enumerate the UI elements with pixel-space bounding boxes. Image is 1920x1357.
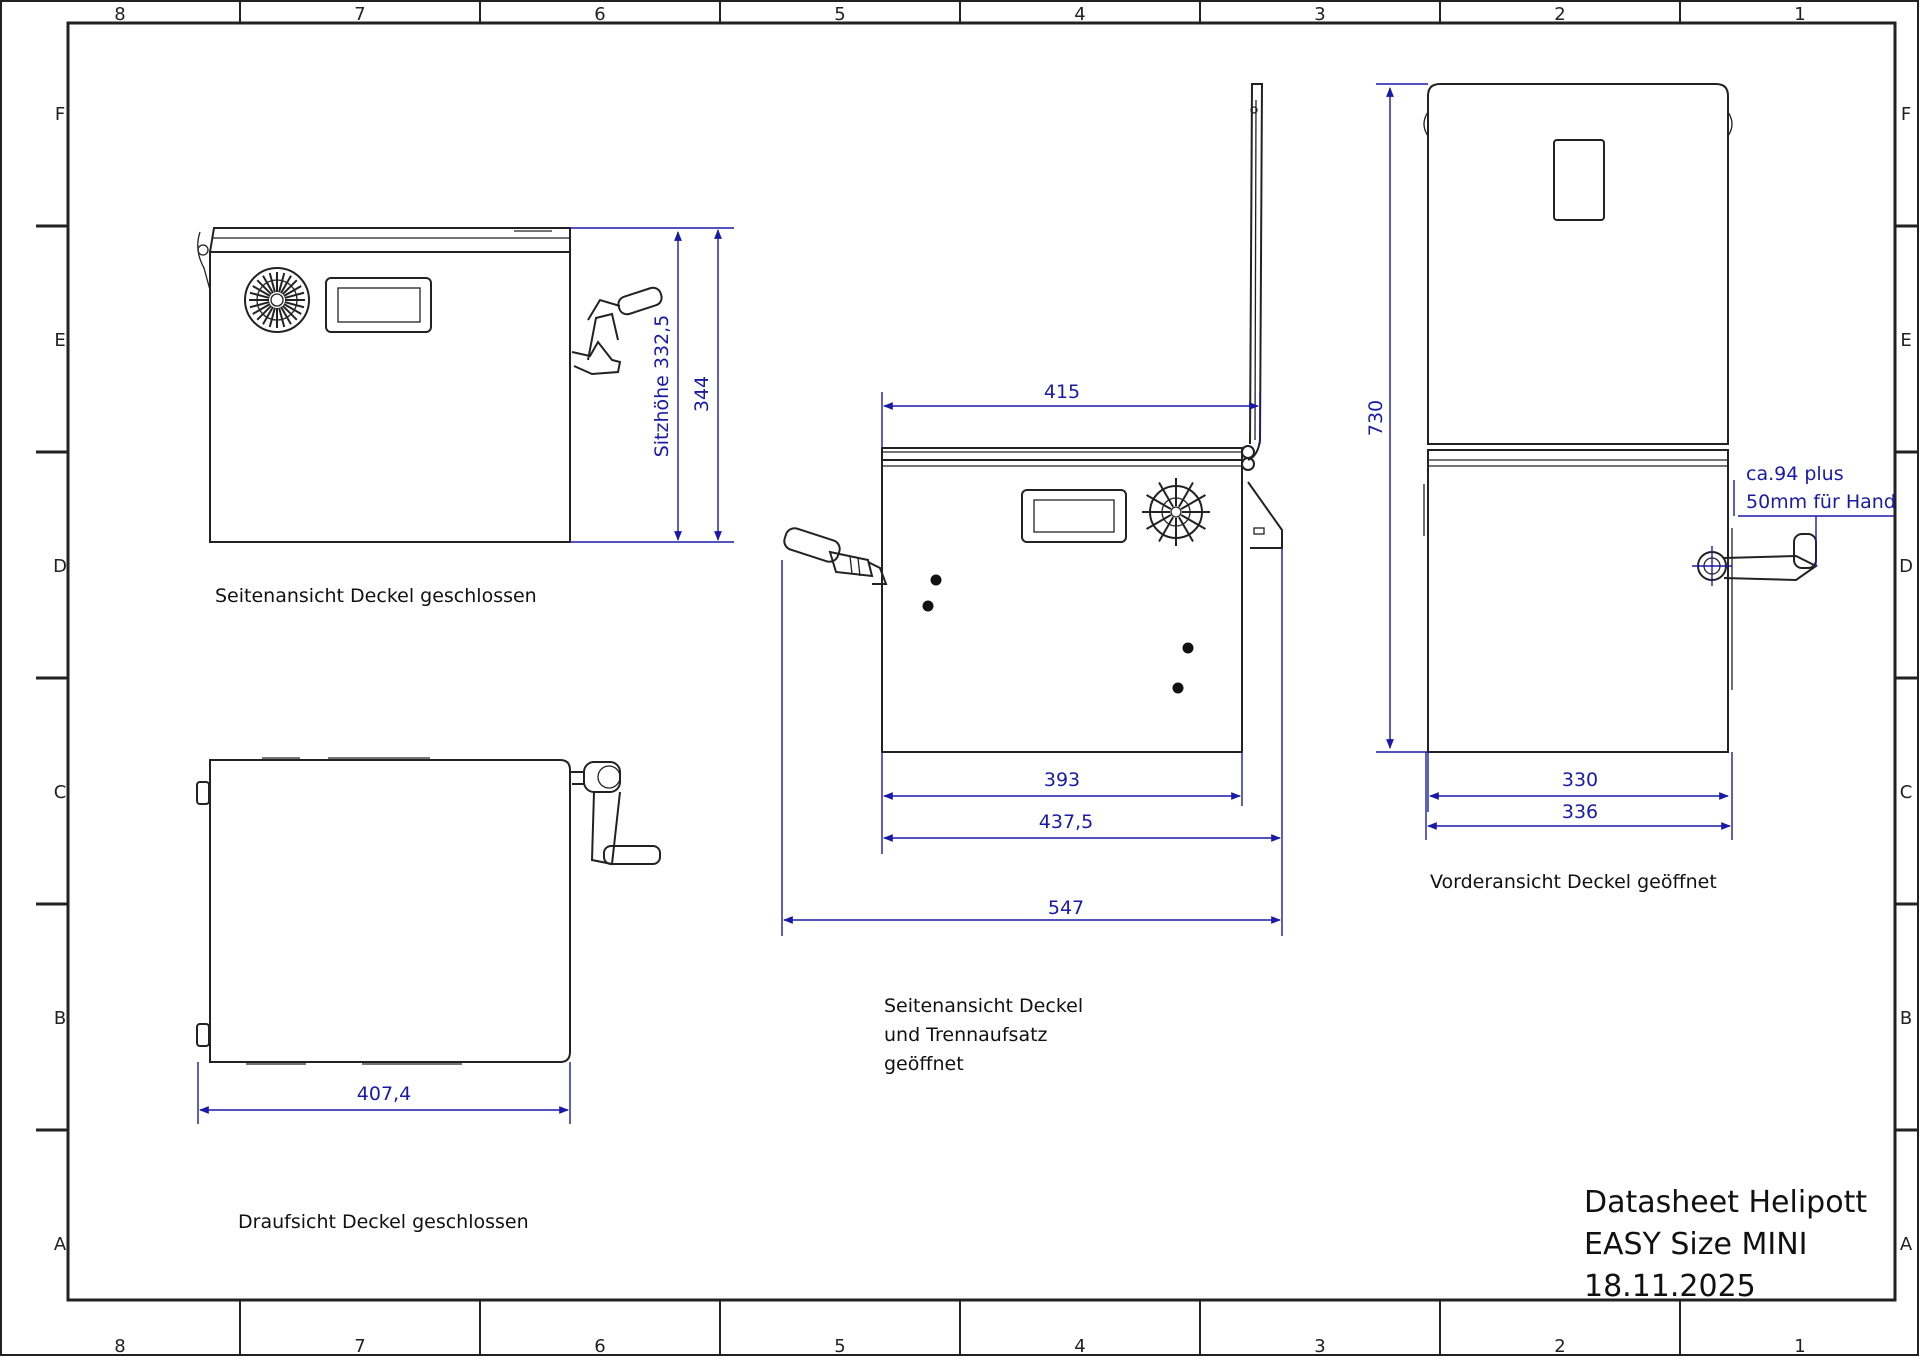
- col-label-bottom: 7: [354, 1336, 365, 1357]
- col-label-bottom: 4: [1074, 1336, 1085, 1357]
- row-label-left: B: [54, 1008, 66, 1029]
- col-label-top: 2: [1554, 4, 1565, 25]
- row-label-right: F: [1901, 104, 1911, 125]
- col-label-bottom: 3: [1314, 1336, 1325, 1357]
- col-label-bottom: 2: [1554, 1336, 1565, 1357]
- row-label-left: A: [54, 1234, 67, 1255]
- dim-total-length: 547: [1048, 897, 1084, 919]
- fan-spoke: [252, 303, 271, 315]
- row-label-right: A: [1900, 1234, 1913, 1255]
- view-label-side-open-2: und Trennaufsatz: [884, 1024, 1048, 1046]
- col-label-top: 1: [1794, 4, 1805, 25]
- fan-spoke: [262, 306, 274, 325]
- view-label-side-open-3: geöffnet: [884, 1053, 964, 1075]
- col-label-top: 3: [1314, 4, 1325, 25]
- fan-spoke: [278, 307, 286, 328]
- col-label-top: 5: [834, 4, 845, 25]
- document-title-line1: Datasheet Helipott: [1584, 1185, 1867, 1220]
- fan-spoke: [284, 301, 305, 309]
- crank-handle-icon: [571, 286, 663, 376]
- title-block: Datasheet Helipott EASY Size MINI 18.11.…: [1584, 1185, 1867, 1304]
- fan-spoke: [284, 291, 305, 299]
- fan-spoke: [256, 304, 273, 321]
- dim-handle-note-2: 50mm für Hand: [1746, 491, 1896, 513]
- fan-spoke: [283, 285, 302, 297]
- row-label-right: C: [1900, 782, 1913, 803]
- view-front-open: 730 330 336 ca.94 plus 50mm für Hand Vor…: [1365, 83, 1896, 893]
- fan-spoke: [249, 291, 270, 299]
- col-label-bottom: 8: [114, 1336, 125, 1357]
- fan-spoke: [268, 307, 276, 328]
- crank-handle-icon: [1692, 533, 1818, 586]
- view-label-side-closed: Seitenansicht Deckel geschlossen: [215, 585, 537, 607]
- fan-spoke: [252, 285, 271, 297]
- fan-spoke: [1146, 494, 1172, 510]
- row-label-left: F: [55, 104, 65, 125]
- fan-spoke: [1180, 514, 1206, 530]
- fan-spoke: [283, 303, 302, 315]
- row-label-right: B: [1900, 1008, 1912, 1029]
- fan-spoke: [256, 279, 273, 296]
- dim-front-outer: 336: [1562, 801, 1598, 823]
- fan-spoke: [1178, 516, 1194, 542]
- fan-spoke: [249, 301, 270, 309]
- row-label-left: D: [53, 556, 67, 577]
- crank-handle-icon: [570, 761, 661, 866]
- fan-spoke: [1158, 482, 1174, 508]
- fan-spoke: [1178, 482, 1194, 508]
- col-label-bottom: 1: [1794, 1336, 1805, 1357]
- dim-open-top-length: 415: [1044, 381, 1080, 403]
- fan-spoke: [280, 275, 292, 294]
- col-label-top: 6: [594, 4, 605, 25]
- dim-seat-height: Sitzhöhe 332,5: [651, 315, 673, 458]
- fan-spoke: [281, 279, 298, 296]
- view-side-open: 415 393 437,5 547 Seitenansicht Deckel u…: [781, 83, 1283, 1075]
- dim-total-height-open: 730: [1365, 400, 1387, 436]
- view-label-top-closed: Draufsicht Deckel geschlossen: [238, 1211, 529, 1233]
- fan-spoke: [281, 304, 298, 321]
- view-side-closed: Sitzhöhe 332,5 344 Seitenansicht Deckel …: [197, 227, 734, 607]
- col-label-top: 7: [354, 4, 365, 25]
- col-label-bottom: 5: [834, 1336, 845, 1357]
- dim-top-width: 407,4: [357, 1083, 411, 1105]
- dim-height-closed: 344: [691, 376, 713, 412]
- col-label-bottom: 6: [594, 1336, 605, 1357]
- fan-spoke: [1146, 514, 1172, 530]
- fan-spoke: [280, 306, 292, 325]
- fan-spoke: [262, 275, 274, 294]
- document-date: 18.11.2025: [1584, 1269, 1756, 1304]
- fan-spoke: [1180, 494, 1206, 510]
- fan-spoke: [1158, 516, 1174, 542]
- row-label-right: E: [1900, 330, 1911, 351]
- fan-spoke: [268, 272, 276, 293]
- vent-icon: [244, 267, 310, 333]
- view-top-closed: 407,4 Draufsicht Deckel geschlossen: [196, 757, 661, 1233]
- crank-handle-icon: [783, 527, 888, 585]
- col-label-top: 4: [1074, 4, 1085, 25]
- dim-base-length: 437,5: [1039, 811, 1093, 833]
- vent-icon: [1142, 478, 1210, 546]
- dim-handle-note-1: ca.94 plus: [1746, 463, 1844, 485]
- col-label-top: 8: [114, 4, 125, 25]
- fan-spoke: [278, 272, 286, 293]
- document-title-line2: EASY Size MINI: [1584, 1227, 1808, 1262]
- row-label-left: C: [54, 782, 67, 803]
- grid-labels: 8 7 6 5 4 3 2 1 8 7 6 5 4 3 2 1 F E D C …: [53, 4, 1913, 1357]
- dim-body-length: 393: [1044, 769, 1080, 791]
- row-label-right: D: [1899, 556, 1913, 577]
- view-label-front-open: Vorderansicht Deckel geöffnet: [1430, 871, 1717, 893]
- dim-front-inner: 330: [1562, 769, 1598, 791]
- row-label-left: E: [54, 330, 65, 351]
- view-label-side-open-1: Seitenansicht Deckel: [884, 995, 1083, 1017]
